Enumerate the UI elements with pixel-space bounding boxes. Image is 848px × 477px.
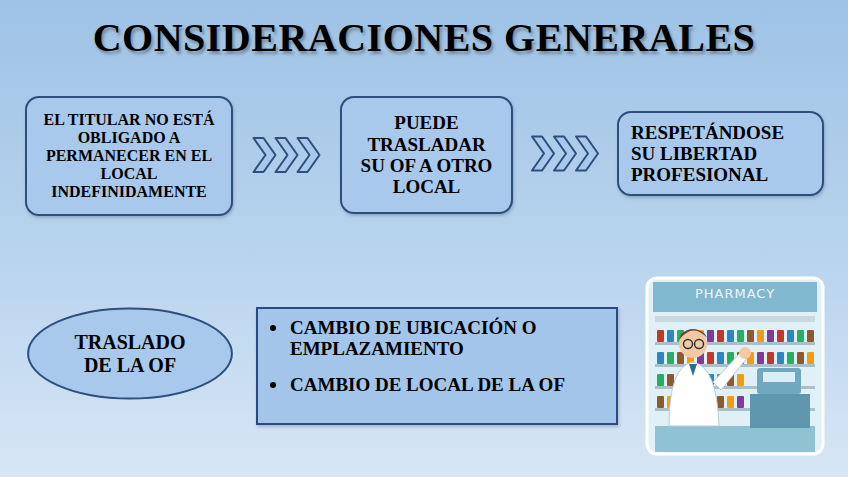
bullet-dot <box>270 325 276 331</box>
bullet-text: CAMBIO DE LOCAL DE LA OF <box>290 374 565 395</box>
chevron-arrow <box>233 138 340 172</box>
slide-title: CONSIDERACIONES GENERALES <box>0 14 848 61</box>
bullet-item: CAMBIO DE UBICACIÓN O EMPLAZAMIENTO <box>268 317 602 360</box>
sign-text: PHARMACY <box>645 286 825 301</box>
bullet-dot <box>270 382 276 388</box>
process-box: PUEDE TRASLADAR SU OF A OTRO LOCAL <box>340 96 513 214</box>
chevron-arrow <box>513 137 617 171</box>
chevron <box>298 138 320 172</box>
node-text: PUEDE TRASLADAR SU OF A OTRO LOCAL <box>354 112 499 197</box>
process-box: RESPETÁNDOSE SU LIBERTAD PROFESIONAL <box>617 111 824 196</box>
chevron <box>576 137 598 171</box>
bullet-text: CAMBIO DE UBICACIÓN O EMPLAZAMIENTO <box>290 317 602 360</box>
process-box: EL TITULAR NO ESTÁ OBLIGADO A PERMANECER… <box>25 96 233 216</box>
chevron <box>532 137 554 171</box>
ellipse-node: TRASLADO DE LA OF <box>26 307 234 400</box>
node-text: TRASLADO DE LA OF <box>62 331 198 376</box>
node-text: EL TITULAR NO ESTÁ OBLIGADO A PERMANECER… <box>39 111 219 201</box>
chevron <box>254 138 276 172</box>
chevron <box>276 138 298 172</box>
node-text: RESPETÁNDOSE SU LIBERTAD PROFESIONAL <box>631 122 810 186</box>
bullet-item: CAMBIO DE LOCAL DE LA OF <box>268 374 602 395</box>
pharmacy-illustration <box>645 276 825 456</box>
chevron <box>554 137 576 171</box>
bullet-box: CAMBIO DE UBICACIÓN O EMPLAZAMIENTO CAMBI… <box>256 307 618 425</box>
